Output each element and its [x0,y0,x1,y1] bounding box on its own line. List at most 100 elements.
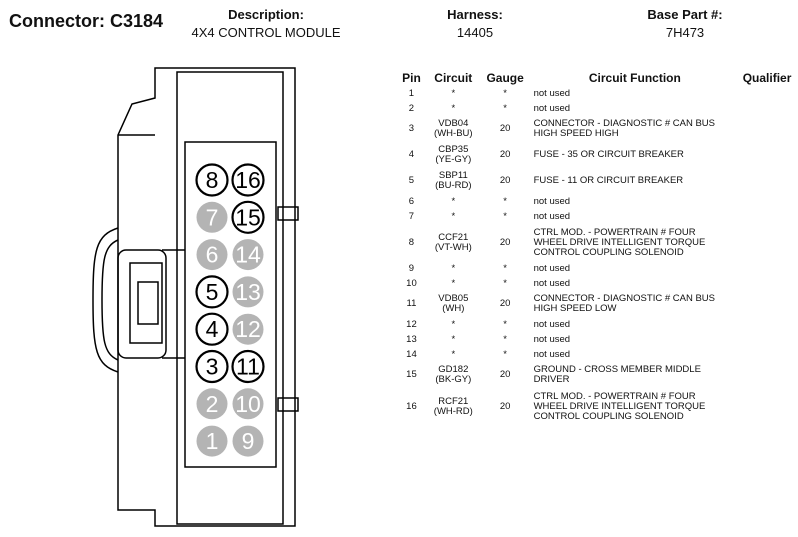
gauge-cell: 20 [499,175,511,186]
cavity-unused [232,313,264,345]
table-row: 6**not used [398,194,798,209]
function-cell: not used [533,210,571,222]
pin-cell: 3 [408,123,415,134]
harness-block: Harness: 14405 [425,7,525,40]
cavity-used [195,275,229,309]
cavity-number: 3 [206,354,219,380]
cavity-number: 14 [235,242,261,268]
function-cell: FUSE - 35 OR CIRCUIT BREAKER [533,149,684,160]
circuit-cell: * [451,318,456,330]
pin-cell: 8 [408,236,415,248]
circuit-cell: GD182(BK-GY) [435,364,472,385]
circuit-cell: VDB04(WH-BU) [434,118,473,139]
pin-cell: 1 [408,87,415,99]
table-row: 12 * * not used [398,317,798,332]
cavity-number: 16 [235,167,261,193]
qualifier-cell [736,291,798,317]
function-cell: not used [533,262,571,274]
gauge-cell: * [503,262,507,274]
circuit-cell: RCF21(WH-RD) [433,395,473,417]
gauge-cell: * [503,102,507,114]
cavity-number: 15 [235,204,261,230]
gauge-cell: 20 [499,369,511,380]
description-label: Description: [228,7,304,22]
qualifier-cell [736,388,798,425]
function-cell: not used [533,318,571,330]
qualifier-cell [736,209,798,224]
cavity-used [231,200,265,234]
pin-cell: 10 [406,277,417,289]
qualifier-cell [736,224,798,261]
pin-cell: 16 [406,400,417,412]
pin-cell: 7 [408,210,415,222]
gauge-cell: * [503,318,507,330]
function-cell: not used [533,333,571,345]
description-block: Description: 4X4 CONTROL MODULE [180,7,352,40]
col-header-qualifier: Qualifier [742,71,792,85]
function-cell: not used [533,195,571,207]
cavity-number: 9 [242,428,255,454]
pin-cell: 15 [406,369,417,380]
table-row: 9 * * not used [398,261,798,276]
pinout-table: Pin Circuit Gauge Circuit Function Quali… [398,70,798,425]
table-row: 1**not used [398,86,798,101]
table-row: 14**not used [398,347,798,362]
table-row: 10**not used [398,276,798,291]
cavity-number: 5 [206,279,219,305]
pin-cell: 4 [408,149,415,160]
gauge-cell: * [503,333,507,345]
pin-cell: 11 [406,298,417,309]
table-row: 15 GD182(BK-GY) 20 GROUND - CROSS MEMBER MI… [398,362,798,388]
qualifier-cell [736,347,798,362]
harness-value: 14405 [456,25,494,40]
cavity-used [195,312,229,346]
gauge-cell: * [503,87,507,99]
cavity-unused [232,425,264,457]
pin-cell: 12 [406,318,417,330]
gauge-cell: 20 [499,123,511,134]
col-header-function: Circuit Function [588,71,681,85]
cavity-number: 6 [206,242,219,268]
gauge-cell: * [503,348,507,360]
basepart-value: 7H473 [665,25,705,40]
cavity-unused [196,388,228,420]
gauge-cell: 20 [499,298,511,309]
harness-label: Harness: [447,7,503,22]
basepart-block: Base Part #: 7H473 [630,7,740,40]
circuit-cell: * [451,102,456,114]
circuit-cell: * [451,210,456,222]
circuit-cell: * [451,262,456,274]
function-cell: not used [533,102,571,114]
gauge-cell: 20 [499,400,511,412]
connector-housing [92,67,299,527]
qualifier-cell [736,261,798,276]
function-cell: FUSE - 11 OR CIRCUIT BREAKER [533,175,684,186]
circuit-cell: SBP11(BU-RD) [435,170,472,191]
qualifier-cell [736,142,798,168]
gauge-cell: 20 [499,236,511,248]
qualifier-cell [736,362,798,388]
cavity-unused [232,239,264,271]
col-header-circuit: Circuit [434,71,473,85]
pin-cell: 9 [408,262,415,274]
circuit-cell: * [451,87,456,99]
cavity-used [231,349,265,384]
qualifier-cell [736,332,798,347]
circuit-cell: * [451,333,456,345]
pin-cell: 2 [408,102,415,114]
cavity-unused [232,388,264,420]
table-row: 7**not used [398,209,798,224]
circuit-cell: * [451,195,456,207]
description-value: 4X4 CONTROL MODULE [191,25,341,40]
circuit-cell: * [451,277,456,289]
table-header-row: Pin Circuit Gauge Circuit Function Quali… [398,70,798,86]
cavity-number: 12 [235,316,261,342]
circuit-cell: CBP35(YE-GY) [435,144,472,165]
circuit-cell: CCF21(VT-WH) [434,231,472,253]
